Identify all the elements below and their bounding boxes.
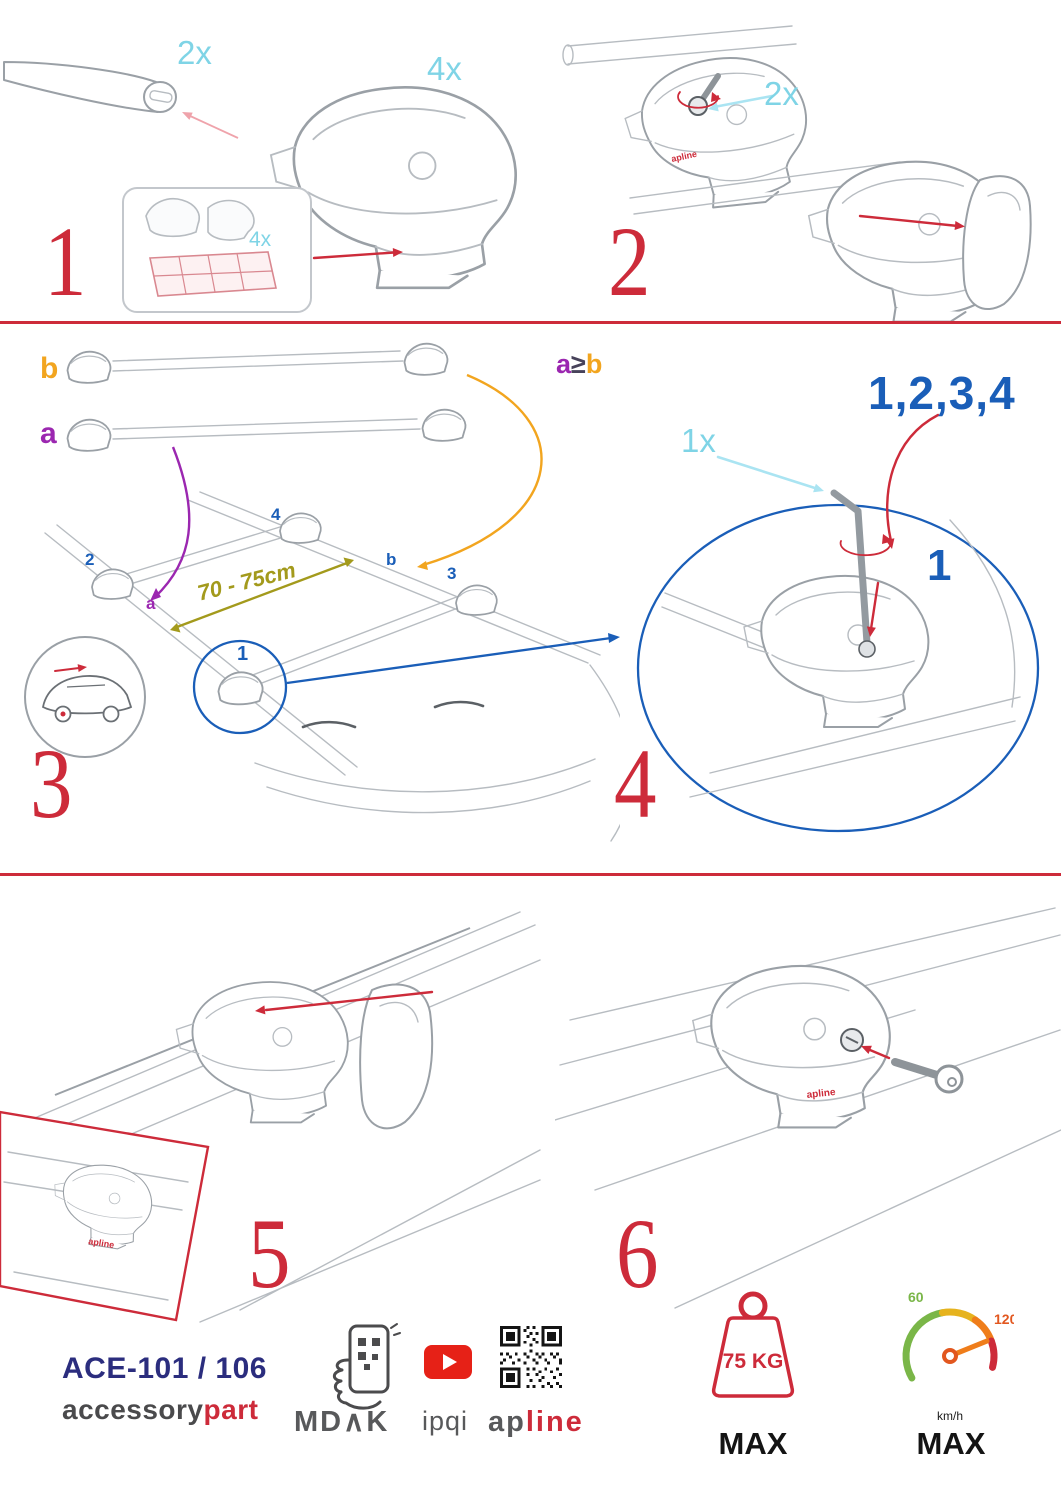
lock-cylinder (840, 1028, 864, 1052)
scan-phone-icon (332, 1323, 401, 1410)
speed-low-label: 60 (908, 1289, 924, 1305)
step5-illustration: apline (0, 911, 541, 1323)
step3-number: 3 (30, 728, 73, 839)
position-3: 3 (447, 564, 457, 583)
zoom-link-arrow (286, 633, 620, 685)
youtube-icon (424, 1345, 472, 1379)
step1-bar-quantity: 2x (177, 34, 212, 71)
zoom-foot-clamp (743, 574, 930, 728)
mdak-logo: MD∧K (294, 1406, 390, 1438)
step1-illustration (3, 61, 518, 313)
mounted-inset: apline (0, 1110, 210, 1322)
lock-quantity-arrow (708, 94, 774, 112)
key-quantity-arrow (716, 455, 824, 493)
speed-unit-label: km/h (937, 1409, 963, 1423)
bar-a-label: a (40, 417, 57, 450)
allen-key (830, 489, 876, 658)
rule-b: b (585, 349, 603, 379)
section-divider-2 (0, 873, 1061, 876)
step5-number: 5 (248, 1198, 290, 1309)
slide-arrow (255, 990, 434, 1015)
position-4: 4 (271, 505, 281, 524)
crossbar-illustration (3, 61, 177, 113)
zoom-roof-context (661, 519, 1021, 798)
step4-number: 4 (614, 728, 656, 839)
qr-code (500, 1326, 562, 1388)
step3-illustration (24, 342, 620, 842)
rule-operator: ≥ (571, 349, 586, 379)
weight-limit-value: 75 KG (723, 1350, 784, 1373)
product-model: ACE-101 / 106 (62, 1352, 267, 1385)
cover-piece (359, 983, 434, 1130)
bar-b-label: b (40, 352, 59, 385)
key (891, 1058, 964, 1094)
cover-piece (962, 175, 1032, 310)
zoom-circle (636, 503, 1040, 833)
step1-number: 1 (44, 206, 87, 317)
a-geq-b-rule: a≥b (556, 351, 602, 378)
weight-max-label: MAX (718, 1426, 788, 1461)
key-insert-arrow (861, 1045, 891, 1060)
sequence-arrow (885, 413, 940, 549)
speed-limit-gauge: 60 120 km/h (902, 1289, 1014, 1423)
first-bolt-label: 1 (927, 541, 952, 590)
step2-lock-quantity: 2x (764, 75, 799, 112)
step2-illustration: apline (562, 25, 1032, 322)
step2-number: 2 (608, 206, 650, 317)
span-arrow (170, 557, 354, 633)
position-2: 2 (85, 550, 95, 569)
step4-key-quantity: 1x (681, 422, 716, 459)
tighten-arrow (866, 581, 880, 637)
apline-logo-small: apline (806, 1087, 836, 1101)
step1-pad-quantity: 4x (249, 228, 272, 251)
bar-b-position-arrow (417, 373, 543, 570)
lock-key (677, 73, 721, 116)
cover-slide-arrow (858, 214, 965, 230)
apline-logo-small: apline (88, 1236, 115, 1250)
step6-illustration: apline (555, 907, 1061, 1309)
tighten-order-label: 1,2,3,4 (868, 367, 1016, 419)
crossbar-a-illustration (66, 408, 467, 452)
step4-illustration (636, 413, 1040, 833)
apline-line: line (525, 1406, 584, 1438)
max-weight-icon: 75 KG (711, 1291, 795, 1398)
section-divider-1 (0, 321, 1061, 324)
step1-foot-quantity: 4x (427, 50, 462, 87)
step6-number: 6 (616, 1198, 658, 1309)
brand-wordmark: accessorypart (62, 1396, 258, 1424)
crossbar-b-illustration (66, 342, 449, 384)
brand-accessory: accessory (62, 1394, 204, 1425)
speed-max-label: MAX (916, 1426, 986, 1461)
brand-part: part (203, 1394, 259, 1425)
pads-to-foot-arrow (312, 248, 403, 260)
bar-end-illustration (562, 25, 797, 66)
apline-ap: ap (488, 1406, 526, 1438)
rotate-arrow (839, 534, 893, 557)
position-1: 1 (237, 643, 249, 665)
pads-inset (122, 187, 312, 313)
speed-high-label: 120 (994, 1311, 1014, 1327)
bar-pointer-arrow (182, 112, 239, 139)
position-a: a (146, 594, 156, 613)
rule-a: a (556, 349, 572, 379)
apline-logo: apline (488, 1408, 584, 1437)
bar-a-position-arrow (150, 446, 191, 601)
foot-highlight-circle (192, 639, 288, 735)
roof-illustration (44, 491, 620, 842)
car-inset (24, 636, 146, 758)
position-b: b (386, 550, 397, 569)
ipqi-logo: ipqi (422, 1406, 469, 1436)
